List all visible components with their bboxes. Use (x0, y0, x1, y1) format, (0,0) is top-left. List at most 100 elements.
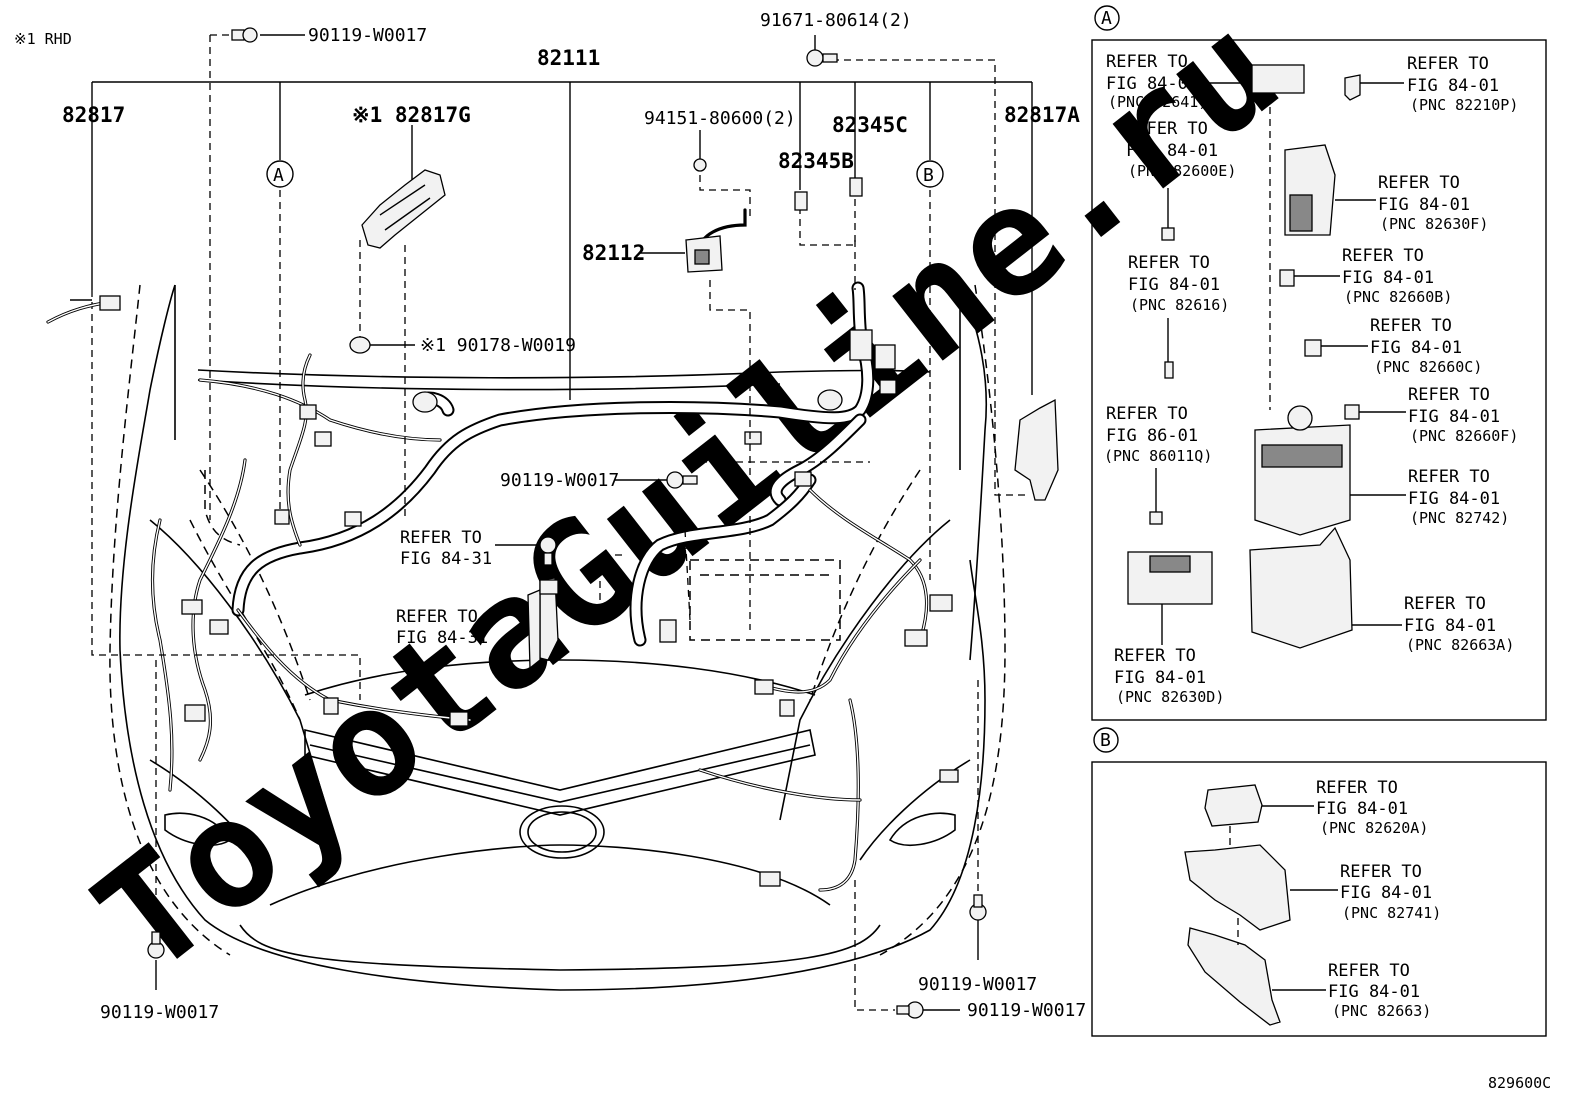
ref-a9-l2: FIG 84-01 (1408, 489, 1500, 509)
bolt-icon (896, 1001, 924, 1019)
relay-icon (1344, 404, 1360, 420)
label-82111: 82111 (537, 46, 600, 70)
ref-a7-pnc: (PNC 86011Q) (1104, 447, 1212, 465)
relay-icon (1279, 269, 1295, 287)
ref-a11-pnc: (PNC 82630D) (1116, 688, 1224, 706)
label-91671: 91671-80614(2) (760, 10, 912, 31)
ref-b1-l2: FIG 84-01 (1340, 883, 1432, 903)
inset-a-frame (1091, 39, 1547, 721)
svg-text:B: B (923, 165, 934, 186)
ref-a7-l2: FIG 86-01 (1106, 426, 1198, 446)
svg-text:A: A (273, 165, 284, 186)
branch-wires (150, 353, 929, 892)
label-82112: 82112 (582, 241, 645, 265)
cover-82817g (361, 169, 446, 249)
callout-a[interactable]: A (266, 160, 294, 188)
ref-a10-pnc: (PNC 82663A) (1406, 636, 1514, 654)
label-94151: 94151-80600(2) (644, 108, 796, 129)
relay-block-icon (1251, 64, 1305, 94)
junction-block-icon (1184, 844, 1291, 931)
ref-a0-l1: REFER TO (1106, 52, 1188, 72)
inset-b: B REFER TO FIG 84-01 (PNC 82620A) REFER … (1091, 727, 1547, 1037)
inset-b-frame (1091, 761, 1547, 1037)
ref-a2-l1: REFER TO (1126, 119, 1208, 139)
ref-a1-l1: REFER TO (1407, 54, 1489, 74)
rhd-note: ※1 RHD (14, 30, 72, 48)
clamps (794, 177, 863, 211)
ref-a7-l1: REFER TO (1106, 404, 1188, 424)
ref-a4-l2: FIG 84-01 (1128, 275, 1220, 295)
label-82817: 82817 (62, 103, 125, 127)
label-bolt-top: 90119-W0017 (308, 25, 427, 46)
leader-lines (70, 34, 1033, 1011)
ref-b2-l1: REFER TO (1328, 961, 1410, 981)
ref-b1-l1: REFER TO (1340, 862, 1422, 882)
ref-a10-l1: REFER TO (1404, 594, 1486, 614)
ref-a11-l2: FIG 84-01 (1114, 668, 1206, 688)
ref-a3-l1: REFER TO (1378, 173, 1460, 193)
harness-82817-stub (46, 295, 121, 324)
car-body-outline (119, 284, 988, 991)
label-bolt-center: 90119-W0017 (500, 470, 619, 491)
ref-a6-pnc: (PNC 82660C) (1374, 358, 1482, 376)
ref-bracket-a-l2: FIG 84-31 (400, 549, 492, 569)
ref-a1-pnc: (PNC 82210P) (1410, 96, 1518, 114)
bolt-icon (969, 894, 987, 921)
cover-icon (1249, 526, 1353, 649)
ref-bracket-b-l2: FIG 84-31 (396, 628, 488, 648)
ref-a8-l2: FIG 84-01 (1408, 407, 1500, 427)
bolt-icon (231, 27, 258, 43)
inset-a-label: A (1101, 8, 1112, 29)
ref-b1-pnc: (PNC 82741) (1342, 904, 1441, 922)
ref-a2-l2: FIG 84-01 (1126, 141, 1218, 161)
ref-a5-l2: FIG 84-01 (1342, 268, 1434, 288)
cover-icon (1187, 927, 1281, 1026)
clip-icon (349, 336, 371, 354)
ref-b2-l2: FIG 84-01 (1328, 982, 1420, 1002)
label-bolt-bottom-right-a: 90119-W0017 (918, 974, 1037, 995)
ref-a10-l2: FIG 84-01 (1404, 616, 1496, 636)
ref-a5-l1: REFER TO (1342, 246, 1424, 266)
cover-82817a (1014, 398, 1059, 501)
label-90178: ※1 90178-W0019 (420, 335, 576, 356)
ref-a11-l1: REFER TO (1114, 646, 1196, 666)
bracket-fig8431 (527, 577, 559, 670)
label-bolt-bottom-right-b: 90119-W0017 (967, 1000, 1086, 1021)
relay-block-icon (1204, 784, 1263, 827)
bolt-icon (539, 536, 557, 566)
ref-b2-pnc: (PNC 82663) (1332, 1002, 1431, 1020)
ref-a4-pnc: (PNC 82616) (1130, 296, 1229, 314)
fuse-icon (1161, 227, 1175, 241)
ref-a8-pnc: (PNC 82660F) (1410, 427, 1518, 445)
watermark: ToyotaGuiline.ru (65, 0, 1311, 1008)
ref-b0-l2: FIG 84-01 (1316, 799, 1408, 819)
ref-b0-pnc: (PNC 82620A) (1320, 819, 1428, 837)
relay-icon (1304, 339, 1322, 357)
ref-a6-l2: FIG 84-01 (1370, 338, 1462, 358)
main-harness (231, 281, 875, 647)
label-82817g: ※1 82817G (352, 103, 471, 127)
callout-b[interactable]: B (916, 160, 944, 188)
ref-a8-l1: REFER TO (1408, 385, 1490, 405)
ref-a9-pnc: (PNC 82742) (1410, 509, 1509, 527)
junction-block-icon (1254, 424, 1351, 536)
ref-a9-l1: REFER TO (1408, 467, 1490, 487)
bolt-icon (806, 49, 838, 67)
fuse-icon (1149, 511, 1163, 525)
inset-a: A REFER TO FIG 84-01 (1091, 5, 1547, 721)
ref-a3-l2: FIG 84-01 (1378, 195, 1470, 215)
dashed-leaders (91, 34, 1030, 1011)
bolts (147, 27, 987, 1019)
connectors (181, 329, 959, 887)
label-bolt-bottom-left: 90119-W0017 (100, 1002, 219, 1023)
ref-bracket-a-l1: REFER TO (400, 528, 482, 548)
label-82817a: 82817A (1004, 103, 1080, 127)
car-hidden-edges (109, 284, 1006, 956)
ref-a5-pnc: (PNC 82660B) (1344, 288, 1452, 306)
bolt-icon (147, 931, 165, 959)
inset-b-label: B (1100, 730, 1111, 751)
ref-a1-l2: FIG 84-01 (1407, 76, 1499, 96)
fuse-icon (1164, 361, 1174, 379)
label-82345b: 82345B (778, 149, 854, 173)
